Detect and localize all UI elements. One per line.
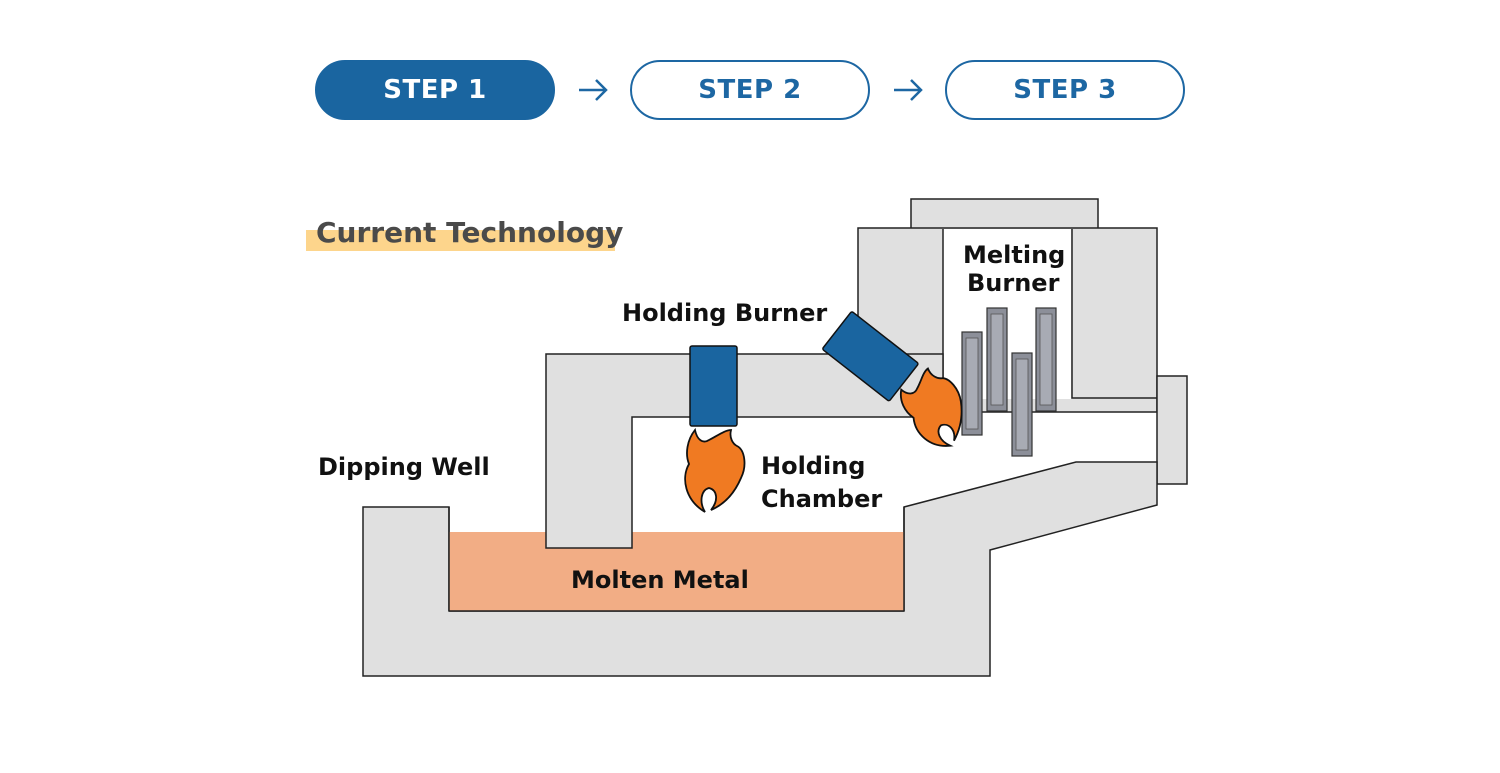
- holding-chamber-label-line2: Chamber: [761, 485, 882, 513]
- flame-icon: [899, 367, 963, 447]
- molten-metal-pool: [449, 532, 904, 611]
- molten-metal-label: Molten Metal: [571, 566, 749, 594]
- dipping-well-label: Dipping Well: [318, 453, 490, 481]
- section-title: Current Technology: [316, 216, 623, 249]
- arrow-right-icon: [894, 79, 923, 101]
- flame-icon: [684, 427, 746, 513]
- step-navigation: STEP 1 STEP 2 STEP 3: [0, 0, 1500, 160]
- step-2-button[interactable]: STEP 2: [630, 60, 870, 120]
- tower-cap: [910, 198, 1099, 230]
- melting-burner-label-line2: Burner: [967, 269, 1060, 297]
- ingot-icon: [1011, 352, 1033, 457]
- step-1-button[interactable]: STEP 1: [315, 60, 555, 120]
- ingot-icon: [986, 307, 1008, 412]
- ingot-icon: [961, 331, 983, 436]
- holding-chamber-label-line1: Holding: [761, 452, 865, 480]
- holding-chamber-roof: [545, 353, 944, 549]
- holding-burner-icon: [689, 345, 738, 427]
- ingot-icon: [1035, 307, 1057, 412]
- arrow-right-icon: [579, 79, 608, 101]
- holding-burner-label: Holding Burner: [622, 299, 827, 327]
- side-port: [1156, 375, 1188, 485]
- title-highlight: [306, 230, 615, 251]
- melting-burner-label-line1: Melting: [963, 241, 1065, 269]
- melting-burner-icon: [822, 311, 919, 402]
- step-3-button[interactable]: STEP 3: [945, 60, 1185, 120]
